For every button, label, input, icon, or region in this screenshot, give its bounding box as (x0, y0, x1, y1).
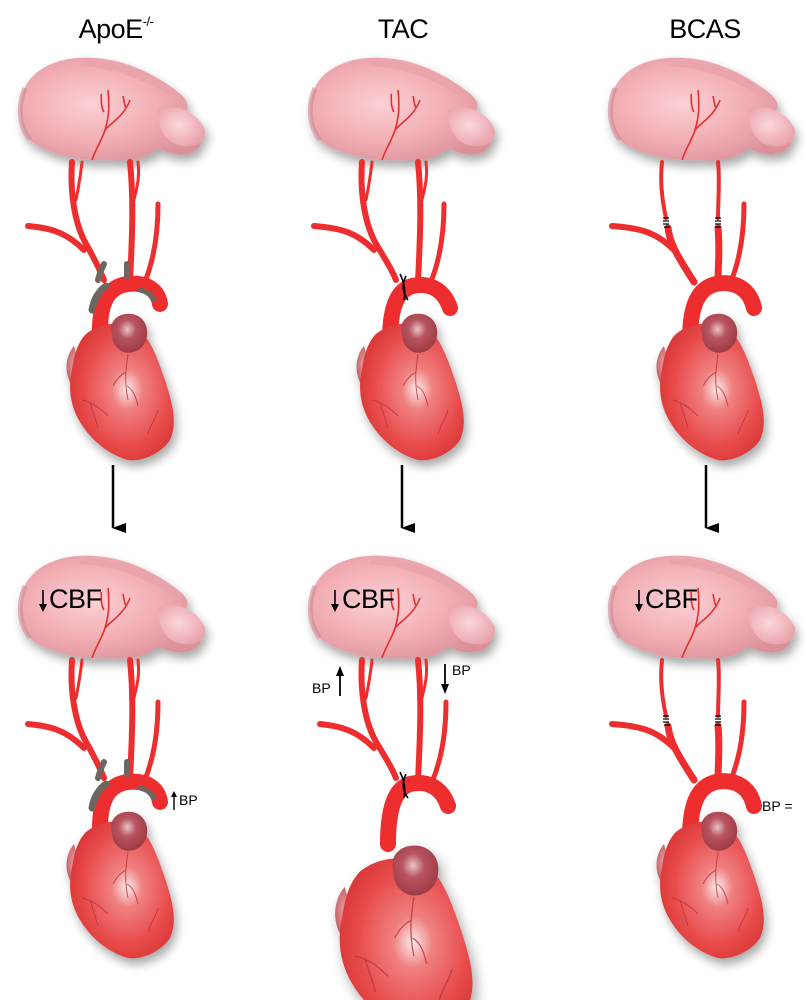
tac-outcome-panel: CBF BP BP (290, 548, 570, 1000)
heart-icon (66, 811, 174, 959)
plaque-icon (95, 261, 107, 283)
tac-baseline-panel (290, 50, 550, 470)
column-title-apoe: ApoE-/- (16, 14, 216, 45)
cbf-label: CBF (49, 584, 102, 614)
heart-icon (656, 313, 764, 461)
bcas-baseline-panel (590, 50, 806, 470)
brain-icon (607, 57, 796, 161)
carotid-arteries-icon (317, 657, 456, 852)
plaque-icon (137, 287, 157, 303)
bp-up-arrow-icon (171, 791, 177, 810)
ligature-icon (399, 771, 409, 799)
carotid-arteries-icon (25, 159, 168, 338)
plaque-icon (137, 785, 157, 801)
carotid-arteries-icon (25, 657, 168, 836)
title-superscript: -/- (142, 14, 154, 29)
cbf-label: CBF (645, 584, 698, 614)
heart-icon (656, 811, 764, 959)
carotid-arteries-icon (609, 658, 762, 846)
bp-right-label: BP (452, 662, 471, 678)
plaque-icon (88, 282, 110, 314)
microcoil-icon (663, 715, 721, 726)
title-text: TAC (377, 14, 429, 44)
cerebral-vessels-icon (381, 89, 421, 161)
cerebral-vessels-icon (381, 587, 421, 659)
cerebral-vessels-icon (681, 587, 721, 659)
column-title-tac: TAC (303, 14, 503, 45)
bp-equal-label: BP = (762, 798, 793, 814)
brain-icon (307, 57, 496, 161)
apoe-outcome-panel: CBF BP (0, 548, 260, 978)
apoe-baseline-panel (0, 50, 260, 470)
microcoil-icon (663, 217, 721, 228)
bcas-outcome-panel: CBF BP = (590, 548, 806, 978)
carotid-arteries-icon (609, 160, 762, 348)
bp-label: BP (179, 792, 198, 808)
bp-left-label: BP (312, 680, 331, 696)
bp-down-arrow-icon (441, 664, 449, 694)
enlarged-heart-icon (335, 845, 473, 1000)
cbf-down-arrow-icon (331, 590, 339, 612)
cbf-down-arrow-icon (635, 590, 643, 612)
cerebral-vessels-icon (681, 89, 721, 161)
cerebral-vessels-icon (91, 587, 131, 659)
bp-up-arrow-icon (336, 666, 344, 696)
brain-icon (307, 555, 496, 659)
title-text: ApoE (78, 14, 144, 44)
carotid-arteries-icon (311, 159, 458, 348)
heart-icon (356, 313, 464, 461)
brain-icon (607, 555, 796, 659)
cbf-down-arrow-icon (39, 590, 47, 612)
ligature-icon (399, 273, 409, 301)
transition-arrows (111, 465, 719, 533)
brain-icon (17, 555, 206, 659)
title-text: BCAS (669, 14, 741, 44)
plaque-icon (88, 780, 110, 812)
plaque-icon (95, 759, 107, 781)
cerebral-vessels-icon (91, 89, 131, 161)
cbf-label: CBF (342, 584, 395, 614)
brain-icon (17, 57, 206, 161)
column-title-bcas: BCAS (605, 14, 805, 45)
heart-icon (66, 313, 174, 461)
